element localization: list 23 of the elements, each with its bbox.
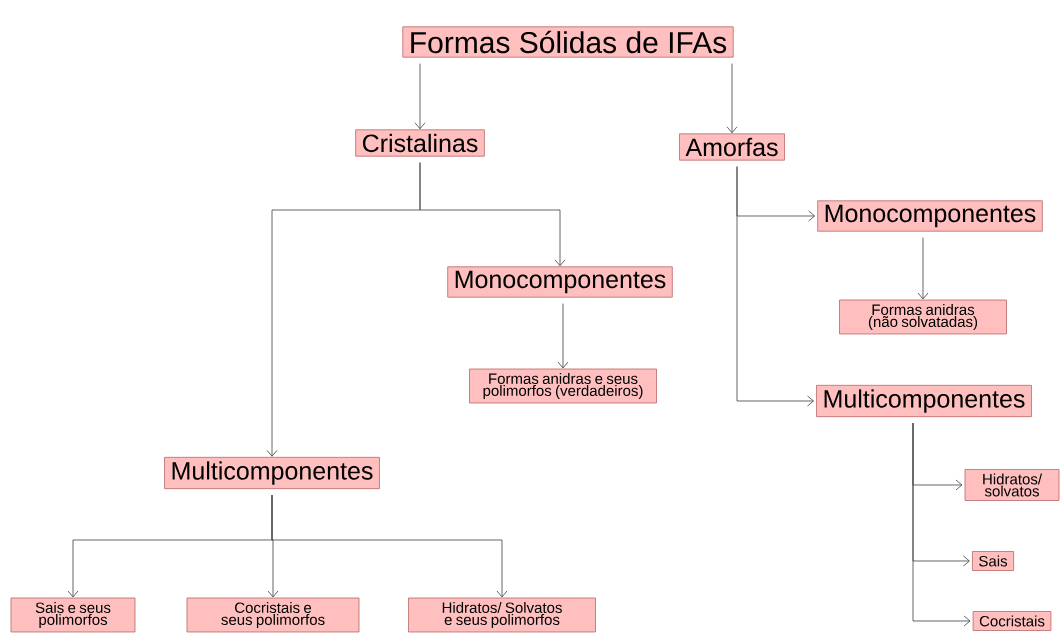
category-box: Multicomponentes xyxy=(164,456,380,490)
arrow xyxy=(917,237,929,300)
leaf-box: Formas anidras (não solvatadas) xyxy=(839,299,1007,335)
leaf-box: Sais e seus polimorfos xyxy=(10,597,136,633)
leaf-box: Cocristais xyxy=(972,611,1052,631)
title-box: Formas Sólidas de IFAs xyxy=(402,26,734,58)
category-box: Multicomponentes xyxy=(816,384,1032,418)
category-box: Monocomponentes xyxy=(447,266,673,298)
arrow xyxy=(912,422,971,627)
category-box: Cristalinas xyxy=(355,129,485,157)
leaf-box: Hidratos/ Solvatos e seus polimorfos xyxy=(408,597,596,633)
arrow xyxy=(726,63,738,134)
arrow xyxy=(419,162,566,267)
arrow xyxy=(736,166,814,407)
leaf-box: Hidratos/ solvatos xyxy=(964,469,1060,501)
category-box: Amorfas xyxy=(679,133,785,161)
leaf-box: Formas anidras e seus polimorfos (verdadeiros) xyxy=(469,368,657,404)
leaf-box: Sais xyxy=(972,551,1014,571)
arrow xyxy=(557,303,569,369)
arrow xyxy=(414,63,426,130)
arrow xyxy=(271,494,508,598)
category-box: Monocomponentes xyxy=(817,200,1043,232)
leaf-box: Cocristais e seus polimorfos xyxy=(186,597,360,633)
